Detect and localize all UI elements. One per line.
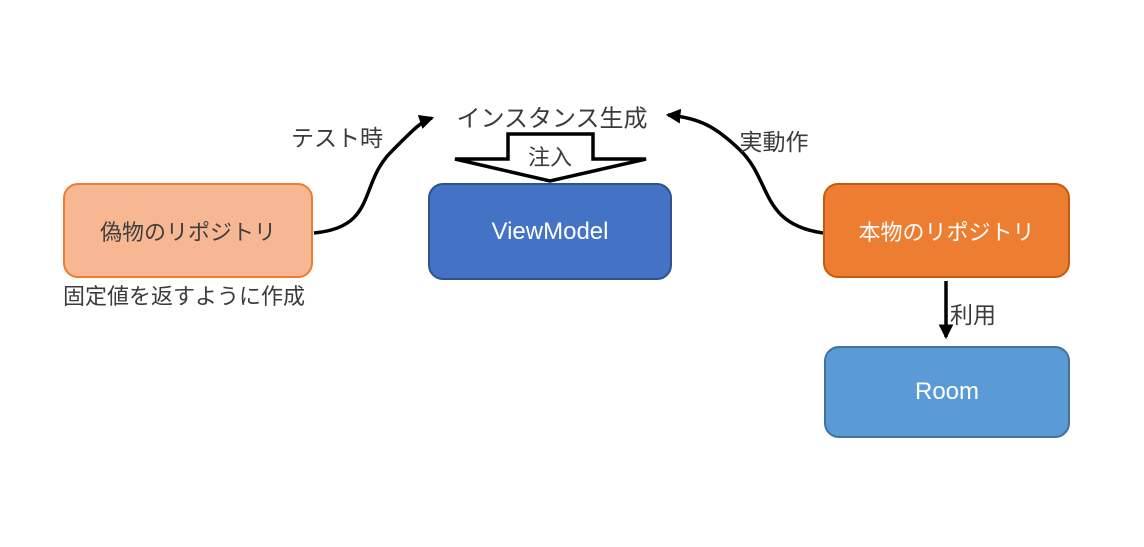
test-time-label: テスト時 (291, 125, 383, 151)
node-viewmodel-label: ViewModel (491, 217, 609, 245)
injection-label: 注入 (527, 145, 573, 170)
fake-repository-caption: 固定値を返すように作成 (63, 284, 306, 309)
injection-block-arrow (454, 132, 647, 183)
node-fake-repository-label: 偽物のリポジトリ (99, 219, 276, 245)
node-viewmodel: ViewModel (428, 183, 672, 280)
node-real-repository-label: 本物のリポジトリ (858, 219, 1035, 245)
instance-creation-title: インスタンス生成 (456, 105, 648, 133)
use-label: 利用 (950, 302, 996, 328)
node-room: Room (824, 346, 1070, 438)
arrow-test-time (313, 114, 435, 235)
node-real-repository: 本物のリポジトリ (823, 183, 1070, 278)
node-room-label: Room (914, 378, 980, 405)
arrow-real-operation (665, 108, 824, 235)
real-operation-label: 実動作 (739, 129, 809, 155)
node-fake-repository: 偽物のリポジトリ (63, 183, 313, 278)
